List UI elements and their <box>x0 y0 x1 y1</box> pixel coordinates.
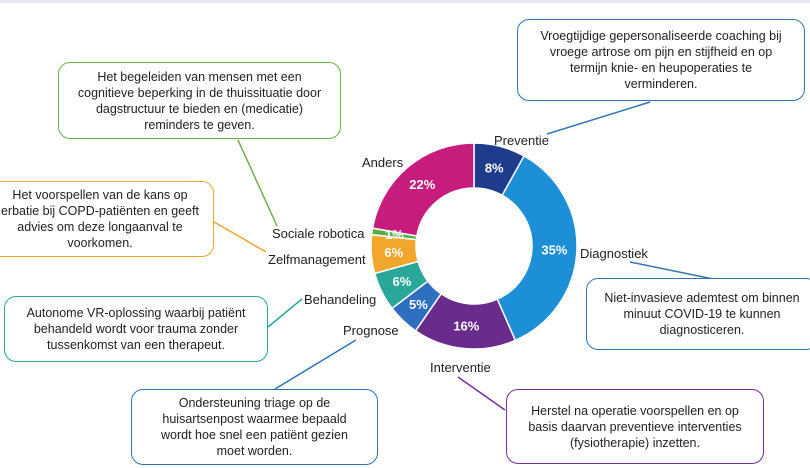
category-label-sociale-robotica: Sociale robotica <box>272 226 365 241</box>
slice-value-label: 8% <box>485 161 504 176</box>
callout-line: huisartsenpost waarmee bepaald <box>162 412 347 426</box>
slice-value-label: 1% <box>385 227 404 242</box>
category-label-diagnostiek: Diagnostiek <box>580 246 648 261</box>
connector-zelfmanagement <box>213 221 267 253</box>
connector-sociale-robotica <box>237 139 278 227</box>
callout-line: voorkomen. <box>67 236 133 250</box>
callout-sociale-robotica: Het begeleiden van mensen met een cognit… <box>58 62 341 139</box>
callout-zelfmanagement: Het voorspellen van de kans op erbatie b… <box>0 181 214 257</box>
slice-diagnostiek <box>496 154 578 342</box>
callout-line: Herstel na operatie voorspellen en op <box>531 403 739 418</box>
connector-behandeling <box>267 298 303 328</box>
callout-line: Het voorspellen van de kans op <box>12 188 188 202</box>
callout-line: minuut COVID-19 te kunnen <box>623 307 781 321</box>
connector-diagnostiek <box>629 261 719 281</box>
callout-line: Ondersteuning triage op de <box>178 396 331 410</box>
callout-line: cognitieve beperking in de thuissituatie… <box>77 85 322 100</box>
category-label-behandeling: Behandeling <box>304 292 377 307</box>
callout-line: dagstructuur te bieden en (medicatie) <box>95 101 304 116</box>
callout-line: basis daarvan preventieve interventies <box>528 419 742 434</box>
category-label-zelfmanagement: Zelfmanagement <box>268 252 366 267</box>
callout-line: (fysiotherapie) inzetten. <box>570 435 700 450</box>
slice-value-label: 35% <box>541 242 567 257</box>
callout-line: Niet-invasieve ademtest om binnen <box>604 291 800 305</box>
callout-line: Vroegtijdige gepersonaliseerde coaching … <box>540 29 782 43</box>
connector-prognose <box>274 339 357 390</box>
top-strip <box>0 0 810 3</box>
slice-value-label: 5% <box>409 297 428 312</box>
slice-anders <box>371 142 475 237</box>
callout-line: erbatie bij COPD-patiënten en geeft <box>0 204 200 218</box>
category-label-prognose: Prognose <box>343 323 399 338</box>
slice-value-labels: 8% 35% 16% 5% 6% 6% 1% 22% <box>384 161 567 334</box>
callout-prognose: Ondersteuning triage op de huisartsenpos… <box>131 389 378 465</box>
callout-preventie: Vroegtijdige gepersonaliseerde coaching … <box>517 19 805 101</box>
callout-line: behandeld wordt voor trauma zonder <box>33 322 239 336</box>
slice-value-label: 22% <box>409 177 435 192</box>
callout-diagnostiek: Niet-invasieve ademtest om binnen minuut… <box>586 278 810 350</box>
callout-line: tussenkomst van een therapeut. <box>47 338 225 352</box>
connector-preventie <box>546 101 651 135</box>
callout-line: verminderen. <box>624 77 698 91</box>
callout-line: advies om deze longaanval te <box>17 220 183 234</box>
callout-line: reminders te geven. <box>144 117 255 132</box>
connector-lines <box>213 101 719 411</box>
slice-value-label: 16% <box>453 319 479 334</box>
category-label-anders: Anders <box>362 155 404 170</box>
category-label-preventie: Preventie <box>494 133 549 148</box>
callout-line: termijn knie- en heupoperaties te <box>569 61 753 75</box>
callout-line: vroege artrose om pijn en stijfheid en o… <box>549 45 773 59</box>
callout-line: diagnosticeren. <box>659 323 745 337</box>
donut-slices <box>370 142 578 350</box>
callout-line: Autonome VR-oplossing waarbij patiënt <box>26 306 246 320</box>
category-label-interventie: Interventie <box>430 360 491 375</box>
connector-interventie <box>457 376 506 411</box>
callout-line: moet worden. <box>216 444 293 458</box>
callout-line: Het begeleiden van mensen met een <box>97 69 302 84</box>
slice-value-label: 6% <box>392 274 411 289</box>
callout-interventie: Herstel na operatie voorspellen en op ba… <box>506 389 764 464</box>
callout-line: wordt hoe snel een patiënt gezien <box>161 428 348 442</box>
callout-behandeling: Autonome VR-oplossing waarbij patiënt be… <box>4 296 268 362</box>
slice-value-label: 6% <box>384 245 403 260</box>
